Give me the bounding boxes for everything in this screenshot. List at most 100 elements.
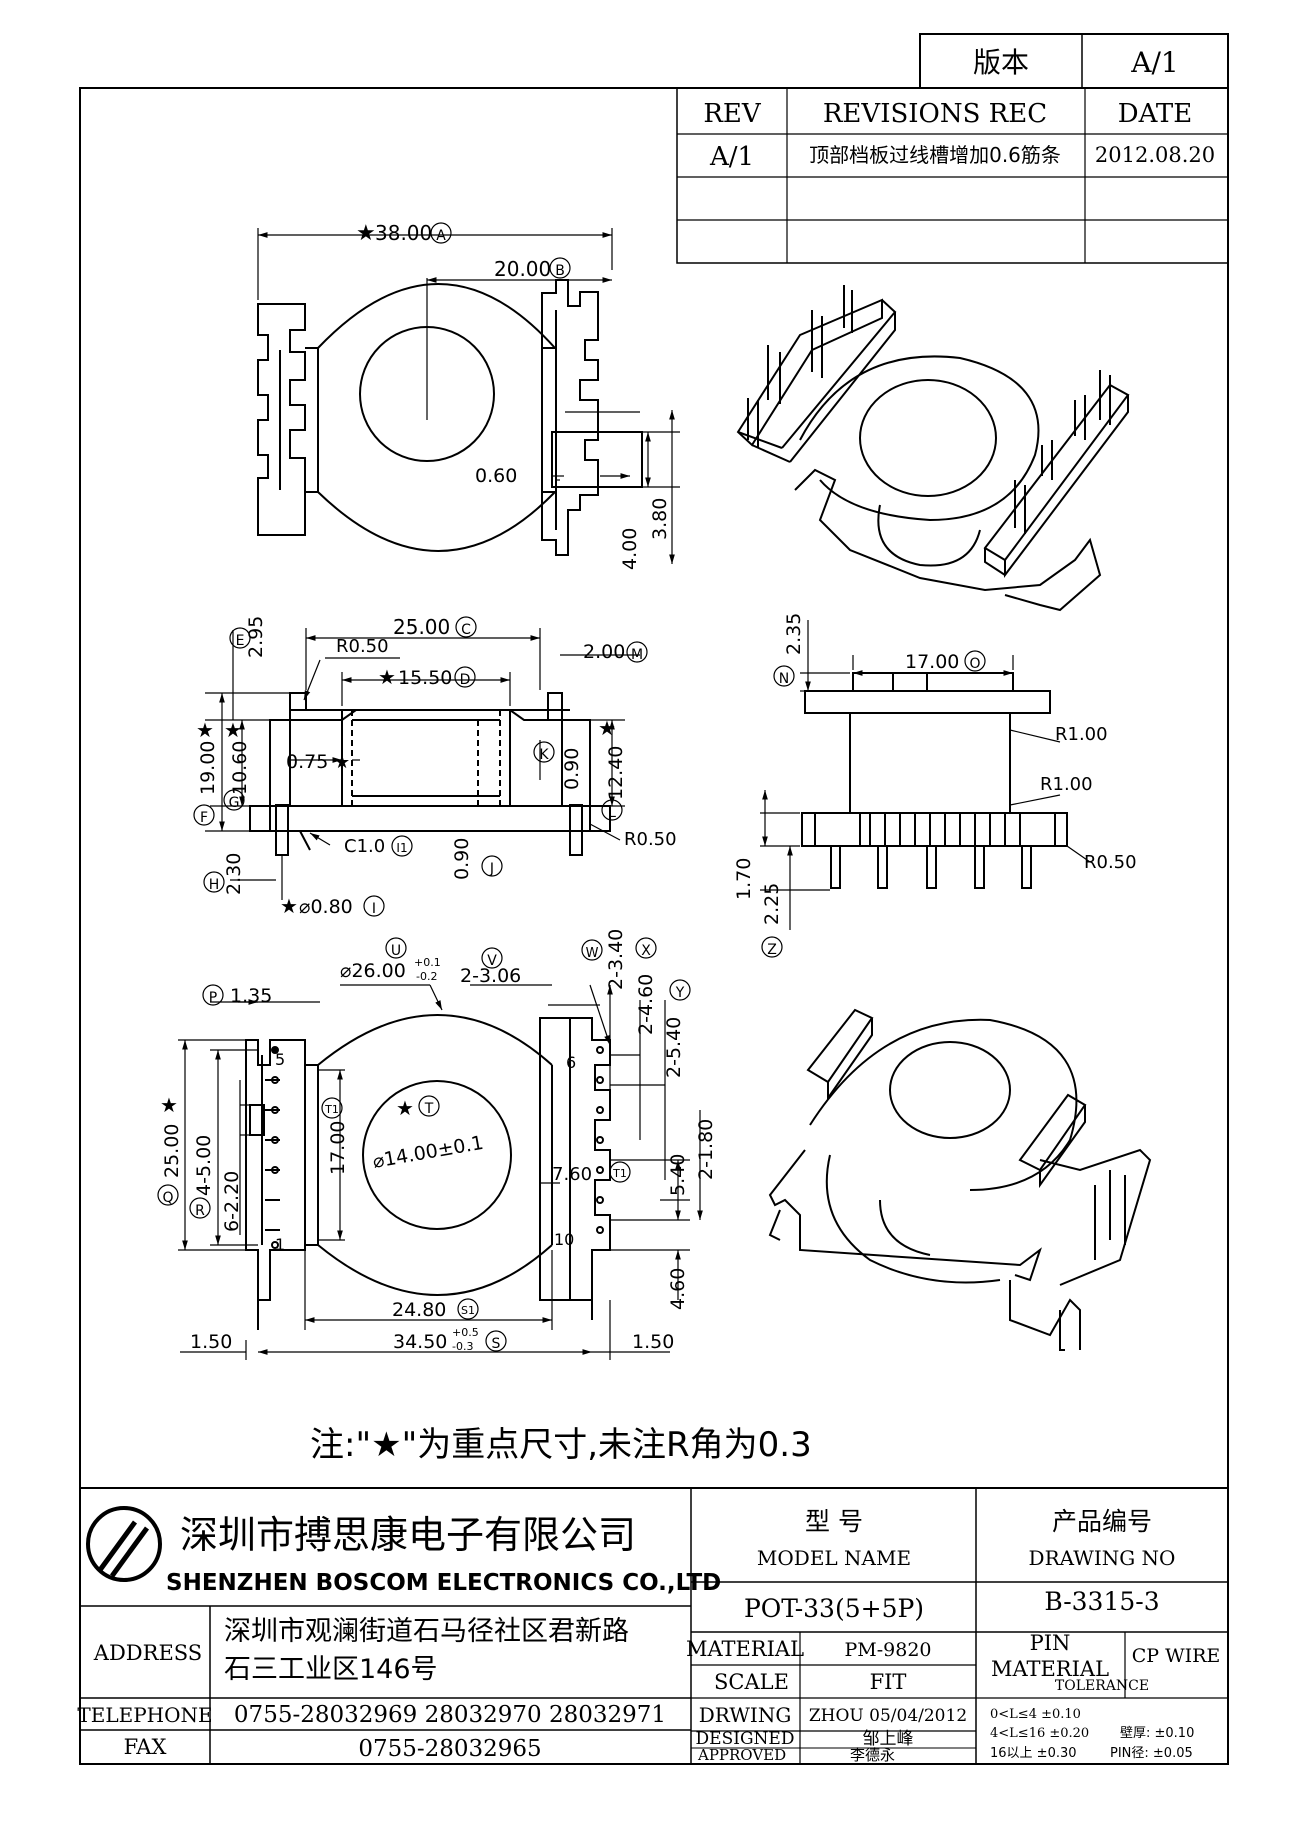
tolerance-row3: 16以上 ±0.30	[990, 1746, 1077, 1761]
fax-label: FAX	[124, 1735, 167, 1759]
svg-text:2.35: 2.35	[783, 613, 805, 655]
svg-text:6-2.20: 6-2.20	[221, 1171, 243, 1232]
bottom-view	[245, 1014, 611, 1330]
svg-text:E: E	[236, 633, 245, 649]
svg-text:25.00: 25.00	[161, 1124, 183, 1178]
front-view-dimensions	[205, 628, 640, 900]
svg-text:Y: Y	[675, 985, 685, 1001]
top-view	[257, 279, 643, 556]
top-view-dimensions	[257, 228, 680, 564]
svg-text:★: ★	[160, 1093, 178, 1117]
svg-text:A: A	[436, 228, 446, 244]
svg-text:R0.50: R0.50	[1084, 852, 1137, 873]
svg-text:R1.00: R1.00	[1040, 774, 1093, 795]
approved-value: 李德永	[850, 1746, 896, 1764]
drawing-no-label-en: DRAWING NO	[1029, 1546, 1176, 1570]
svg-text:1: 1	[275, 1235, 285, 1254]
svg-text:T1: T1	[324, 1103, 339, 1116]
bottom-view-dimensions	[178, 984, 703, 1360]
telephone-value: 0755-28032969 28032970 28032971	[234, 1702, 666, 1728]
svg-text:2-3.40: 2-3.40	[605, 929, 627, 990]
rev-value: A/1	[709, 142, 754, 172]
version-box: 版本 A/1	[919, 33, 1229, 89]
tolerance-row2: 4<L≤16 ±0.20	[990, 1726, 1089, 1741]
svg-text:1.50: 1.50	[632, 1331, 674, 1353]
revision-date-value: 2012.08.20	[1095, 143, 1215, 167]
telephone-label: TELEPHONE	[77, 1703, 212, 1727]
svg-text:15.50: 15.50	[398, 667, 452, 689]
approved-label: APPROVED	[698, 1746, 787, 1764]
svg-text:T: T	[424, 1101, 434, 1117]
svg-text:2.00: 2.00	[583, 641, 625, 663]
drawing-label: DRWING	[699, 1703, 792, 1727]
scale-value: FIT	[870, 1670, 907, 1694]
tolerance-label: TOLERANCE	[1055, 1678, 1149, 1694]
svg-text:25.00: 25.00	[393, 615, 450, 639]
svg-text:★: ★	[396, 1096, 414, 1120]
svg-text:⌀26.00: ⌀26.00	[340, 960, 406, 982]
svg-text:12.40: 12.40	[605, 746, 627, 800]
bottom-view-labels: U ⌀26.00 +0.1 -0.2 V 2-3.06 W 2-3.40 X 2…	[157, 929, 717, 1353]
drawing-no-label-cn: 产品编号	[1052, 1507, 1152, 1536]
svg-text:5.40: 5.40	[667, 1154, 689, 1196]
svg-text:17.00: 17.00	[905, 651, 959, 673]
svg-text:1.70: 1.70	[733, 858, 755, 900]
svg-text:C: C	[461, 622, 471, 638]
svg-text:-0.3: -0.3	[452, 1340, 473, 1353]
svg-text:S: S	[492, 1336, 501, 1352]
dim-4-00: 4.00	[619, 528, 641, 570]
svg-text:★: ★	[334, 752, 350, 773]
side-view	[801, 672, 1068, 889]
svg-text:I: I	[372, 901, 376, 917]
svg-text:0.90: 0.90	[561, 748, 583, 790]
title-block-grid	[80, 1487, 1228, 1764]
svg-text:2.30: 2.30	[223, 853, 245, 895]
svg-text:2-4.60: 2-4.60	[635, 974, 657, 1035]
svg-text:1.35: 1.35	[230, 985, 272, 1007]
svg-text:P: P	[209, 990, 217, 1006]
svg-text:4.60: 4.60	[667, 1268, 689, 1310]
designed-label: DESIGNED	[696, 1729, 795, 1749]
svg-text:24.80: 24.80	[392, 1299, 446, 1321]
svg-text:6: 6	[566, 1053, 576, 1072]
svg-text:17.00: 17.00	[327, 1121, 349, 1175]
svg-text:I1: I1	[396, 841, 407, 855]
revision-rec-value: 顶部档板过线槽增加0.6筋条	[809, 143, 1061, 167]
svg-text:⌀0.80: ⌀0.80	[299, 896, 353, 918]
svg-text:7.60: 7.60	[552, 1164, 592, 1185]
svg-text:M: M	[631, 647, 643, 663]
svg-text:34.50: 34.50	[393, 1331, 447, 1353]
svg-text:K: K	[539, 747, 549, 763]
svg-text:+0.5: +0.5	[452, 1326, 479, 1339]
svg-text:★: ★	[378, 665, 396, 689]
tolerance-row1: 0<L≤4 ±0.10	[990, 1707, 1081, 1722]
svg-text:D: D	[460, 672, 471, 688]
address-label: ADDRESS	[93, 1641, 202, 1665]
svg-text:Q: Q	[162, 1190, 173, 1206]
svg-text:+0.1: +0.1	[414, 956, 441, 969]
svg-text:N: N	[779, 671, 789, 687]
svg-text:T1: T1	[612, 1167, 627, 1180]
svg-text:★: ★	[280, 894, 298, 918]
rev-header: REV	[703, 99, 762, 129]
side-view-labels: 2.35 N 17.00 O R1.00 R1.00 R0.50 1.70 2.…	[733, 613, 1137, 958]
svg-text:U: U	[391, 943, 401, 959]
svg-text:19.00: 19.00	[197, 741, 219, 795]
pin-label: PIN	[1030, 1631, 1071, 1655]
fax-value: 0755-28032965	[358, 1736, 541, 1762]
address-line2: 石三工业区146号	[224, 1654, 438, 1685]
svg-text:X: X	[641, 943, 651, 959]
svg-text:O: O	[969, 656, 980, 672]
iso-view-bottom	[768, 1008, 1152, 1351]
tolerance-row3b: PIN径: ±0.05	[1110, 1746, 1193, 1761]
svg-text:B: B	[555, 263, 565, 279]
svg-text:10.60: 10.60	[229, 741, 251, 795]
svg-text:2-1.80: 2-1.80	[695, 1119, 717, 1180]
svg-text:2.95: 2.95	[245, 616, 267, 658]
svg-text:C1.0: C1.0	[344, 836, 385, 857]
dim-0-60: 0.60	[475, 465, 517, 487]
svg-text:0.90: 0.90	[451, 838, 473, 880]
svg-text:5: 5	[275, 1050, 285, 1069]
svg-text:0.75: 0.75	[286, 751, 328, 773]
svg-text:G: G	[229, 795, 240, 811]
